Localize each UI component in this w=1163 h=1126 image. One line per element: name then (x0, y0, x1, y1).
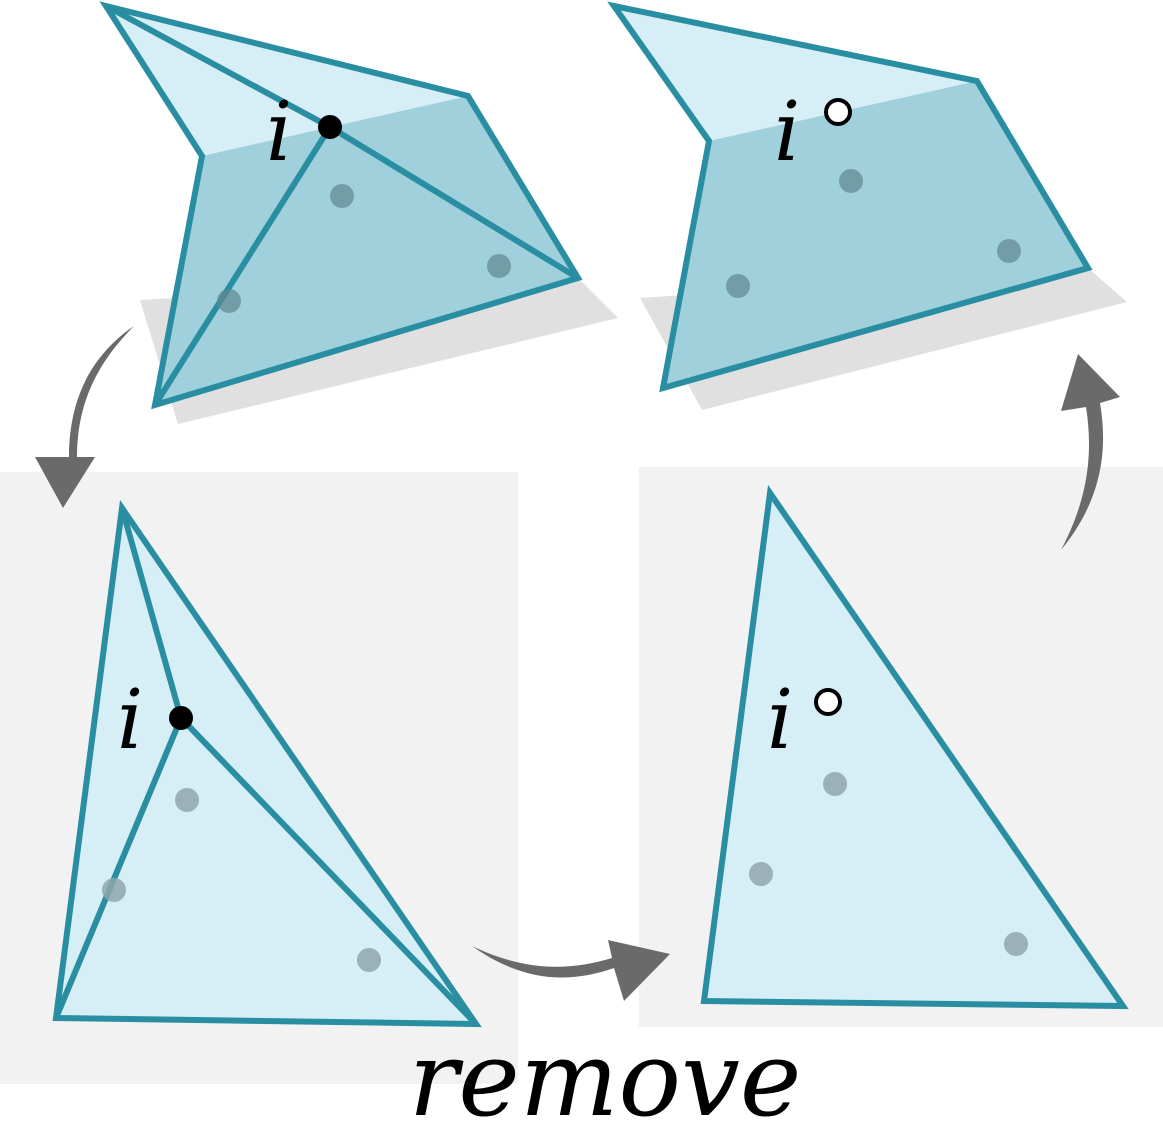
sample-point (102, 878, 126, 902)
flatten-arrow (35, 326, 134, 508)
top-right-outline (607, 1, 1093, 393)
sample-point (997, 239, 1021, 263)
bottom-right-flattened-triangle: i (700, 484, 1129, 1010)
remove-arrow (472, 940, 670, 1001)
sample-point (749, 862, 773, 886)
bottom-left-flattened-triangle: i (52, 499, 482, 1028)
sample-point (1004, 932, 1028, 956)
top-left-edge-c (152, 125, 333, 407)
vertex-label: i (266, 85, 292, 180)
bottom-left-edge-b (178, 715, 479, 1027)
curved-arrow-down-icon (35, 326, 134, 508)
bottom-right-outline (700, 484, 1129, 1010)
sample-point (217, 289, 241, 313)
removed-vertex-marker (824, 98, 852, 126)
sample-point (175, 788, 199, 812)
top-left-front-face (155, 96, 578, 405)
sample-point (330, 184, 354, 208)
vertex-dot (169, 706, 193, 730)
top-right-surface-after-removal: i (607, 1, 1127, 410)
curved-arrow-right-icon (472, 940, 670, 1001)
curved-arrow-up-icon (1061, 354, 1120, 550)
top-left-outline (99, 1, 583, 410)
bottom-left-outline (52, 499, 482, 1028)
sample-point (726, 274, 750, 298)
sample-point (357, 948, 381, 972)
lift-arrow (1061, 354, 1120, 550)
vertex-dot (318, 115, 342, 139)
top-right-front-face (663, 81, 1088, 388)
top-left-edge-b (328, 124, 580, 281)
bottom-right-face (704, 493, 1123, 1006)
bottom-left-edge-a (119, 507, 184, 719)
vertex-label: i (117, 673, 143, 768)
removed-vertex-label: i (767, 673, 793, 768)
top-left-edge-a (104, 3, 332, 130)
sample-point (823, 772, 847, 796)
bottom-left-edge-c (53, 716, 184, 1020)
removed-vertex-label: i (774, 85, 800, 180)
sample-point (487, 254, 511, 278)
operation-label: remove (409, 1018, 802, 1126)
top-left-back-face (106, 6, 468, 156)
sample-point (839, 169, 863, 193)
removed-vertex-marker (814, 688, 842, 716)
top-right-back-face (614, 6, 977, 141)
top-left-surface-with-vertex: i (99, 1, 618, 424)
